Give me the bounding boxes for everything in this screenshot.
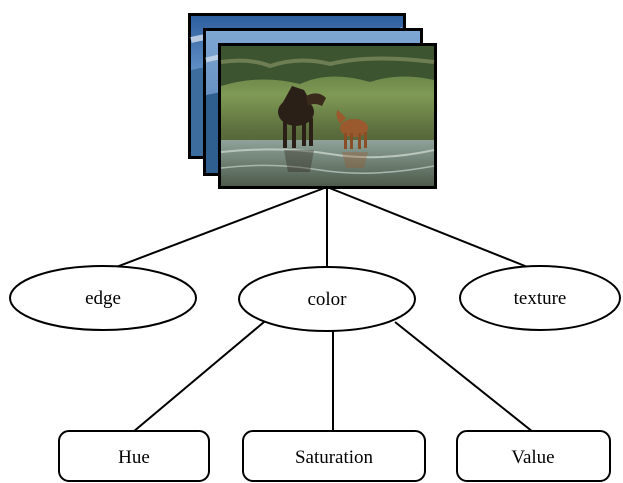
color-ellipse — [238, 266, 416, 332]
texture-ellipse — [459, 265, 621, 331]
edge-ellipse — [9, 265, 197, 331]
hue-label: Hue — [118, 447, 150, 468]
feature-node-texture: texture — [459, 265, 621, 331]
moose-adult — [278, 86, 326, 148]
feature-node-color: color — [238, 266, 416, 332]
saturation-box — [242, 430, 426, 482]
color-label: color — [307, 289, 347, 310]
feature-node-edge: edge — [9, 265, 197, 331]
connector-color-hue — [132, 321, 265, 433]
component-node-saturation: Saturation — [242, 430, 426, 482]
connectors — [102, 186, 541, 433]
hue-box — [58, 430, 210, 482]
saturation-label: Saturation — [295, 447, 374, 468]
edge-label: edge — [85, 288, 121, 309]
image-stack — [188, 13, 437, 189]
value-box — [456, 430, 611, 482]
value-label: Value — [511, 447, 554, 468]
connector-color-value — [394, 321, 534, 433]
connector-image-edge — [102, 186, 328, 273]
texture-label: texture — [514, 288, 567, 309]
moose-calf — [336, 110, 368, 149]
component-node-hue: Hue — [58, 430, 210, 482]
photo-front-moose — [218, 43, 437, 189]
component-node-value: Value — [456, 430, 611, 482]
connector-image-texture — [326, 186, 541, 273]
